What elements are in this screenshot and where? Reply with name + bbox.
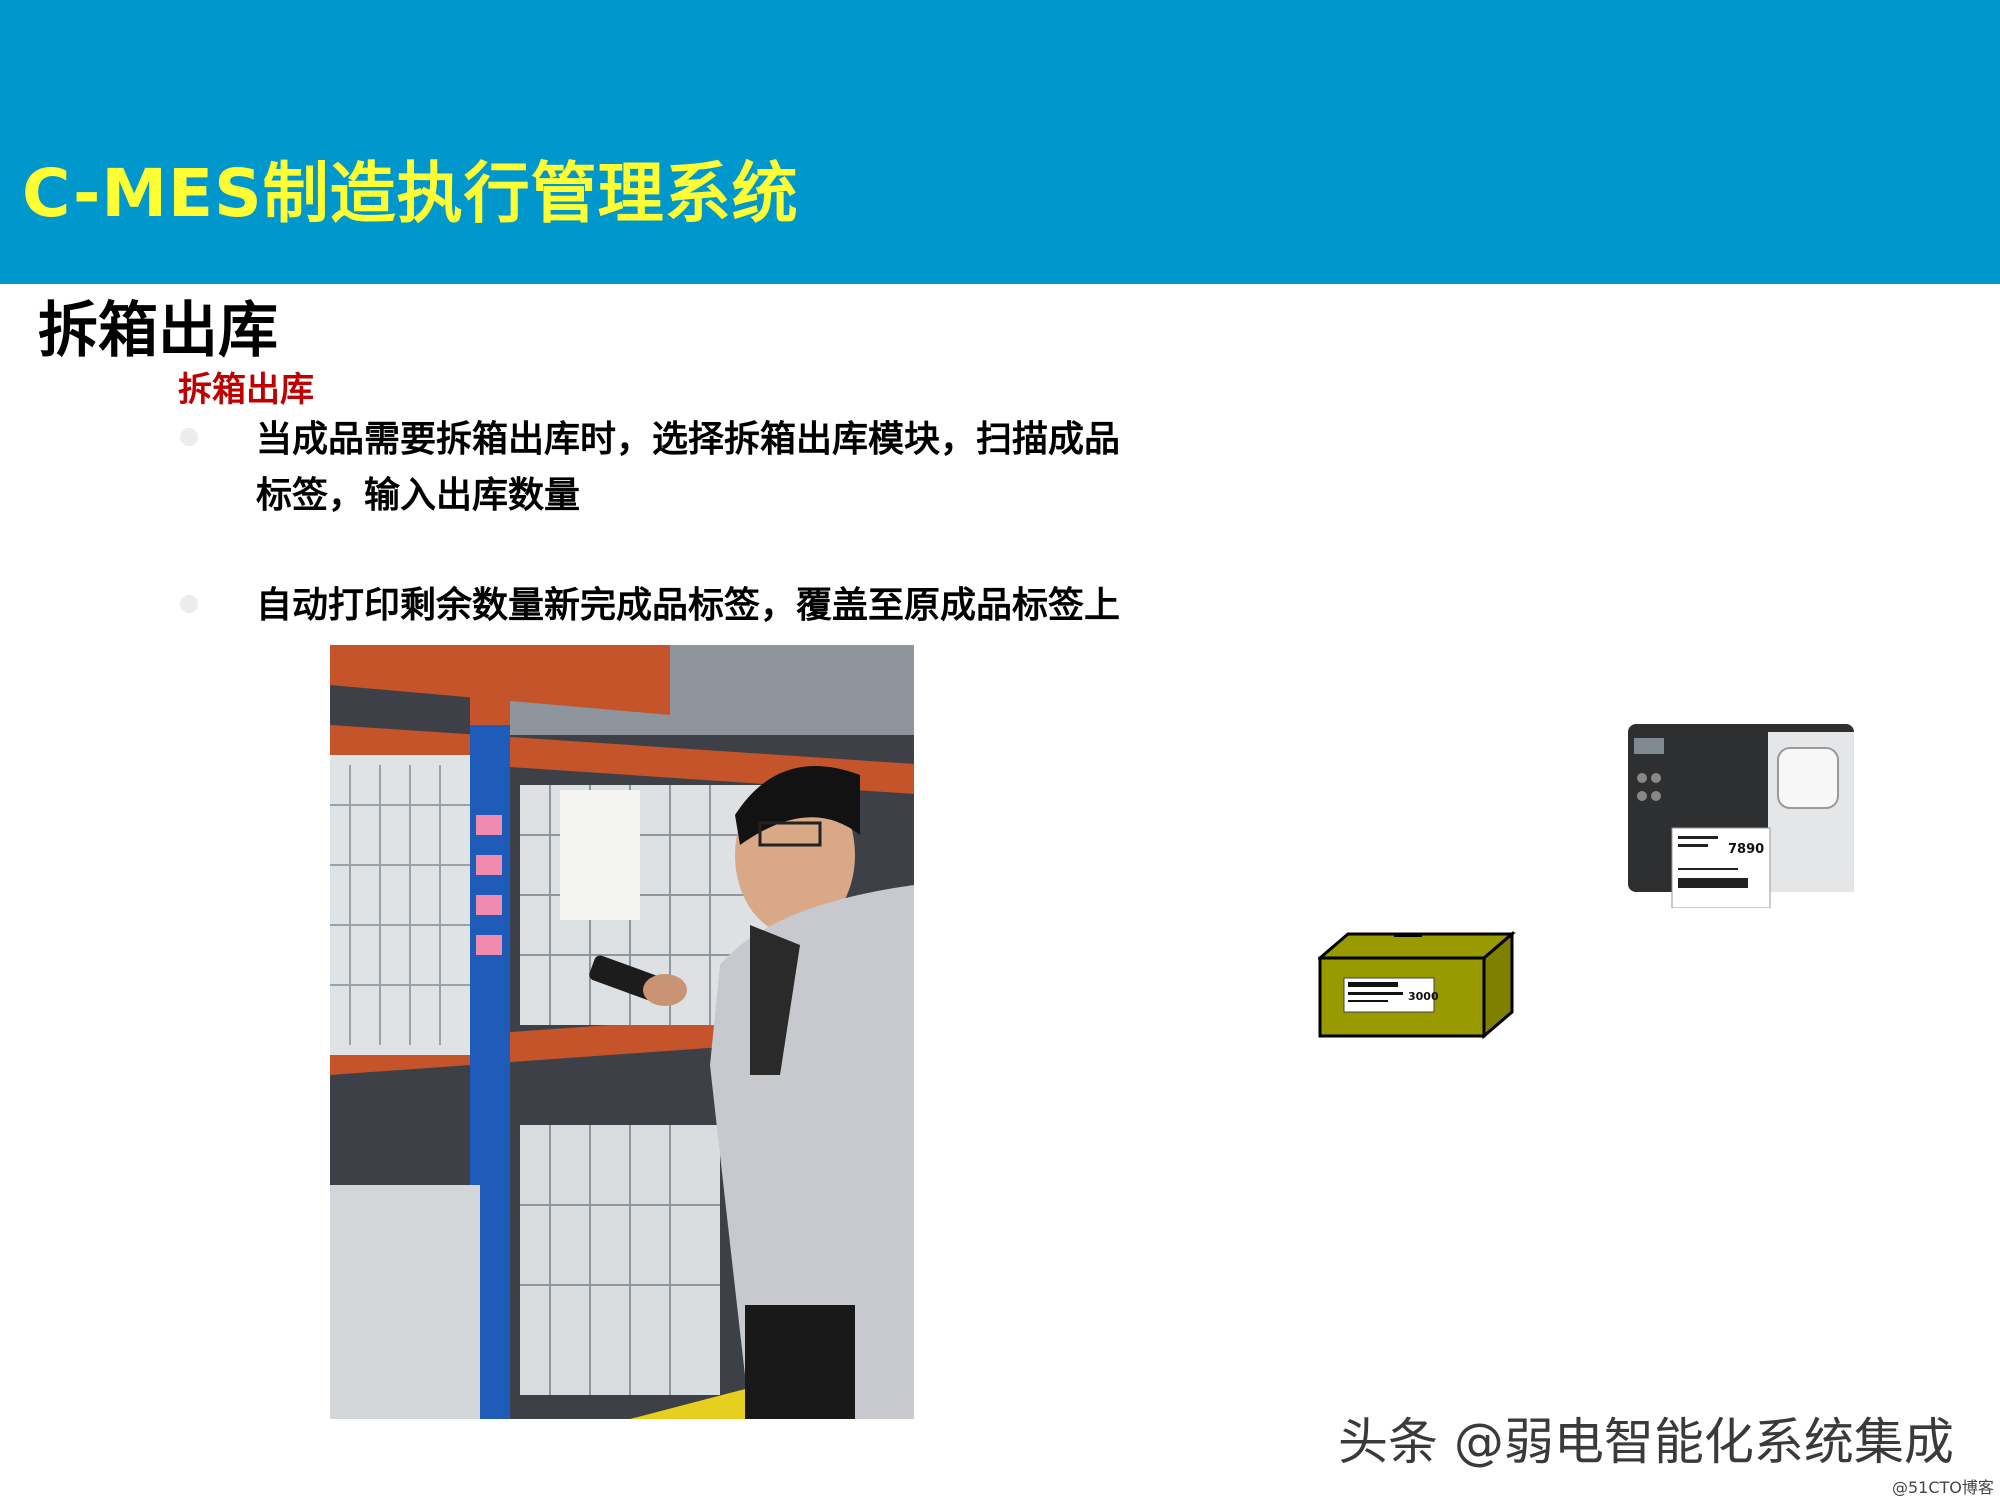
header-banner: C-MES制造执行管理系统 (0, 0, 2000, 284)
bullet-dot-2 (180, 595, 198, 613)
warehouse-photo (330, 645, 914, 1419)
watermark-text: 头条 @弱电智能化系统集成 (1338, 1413, 1954, 1471)
bullet-1-line-1: 当成品需要拆箱出库时，选择拆箱出库模块，扫描成品 (256, 419, 1121, 460)
printer-graphic: 7890 (1628, 724, 1854, 909)
label-printer-illustration: 7890 (1628, 718, 1858, 909)
carton-box-illustration: 3000 (1315, 930, 1517, 1040)
bullet-text-1: 当成品需要拆箱出库时，选择拆箱出库模块，扫描成品 标签，输入出库数量 (256, 412, 1216, 524)
header-title: C-MES制造执行管理系统 (22, 155, 799, 232)
box-graphic: 3000 (1315, 930, 1517, 1040)
bullet-text-2: 自动打印剩余数量新完成品标签，覆盖至原成品标签上 (256, 578, 1216, 634)
printer-label-number: 7890 (1728, 842, 1764, 857)
corner-credit: @51CTO博客 (1892, 1478, 1994, 1497)
bullet-2-line-1: 自动打印剩余数量新完成品标签，覆盖至原成品标签上 (256, 585, 1121, 626)
box-label-number: 3000 (1408, 990, 1439, 1003)
section-title: 拆箱出库 (38, 296, 278, 366)
bullet-1-line-2: 标签，输入出库数量 (256, 475, 581, 516)
bullet-dot-1 (180, 428, 198, 446)
warehouse-photo-illustration (330, 645, 914, 1419)
subheading: 拆箱出库 (178, 370, 314, 410)
